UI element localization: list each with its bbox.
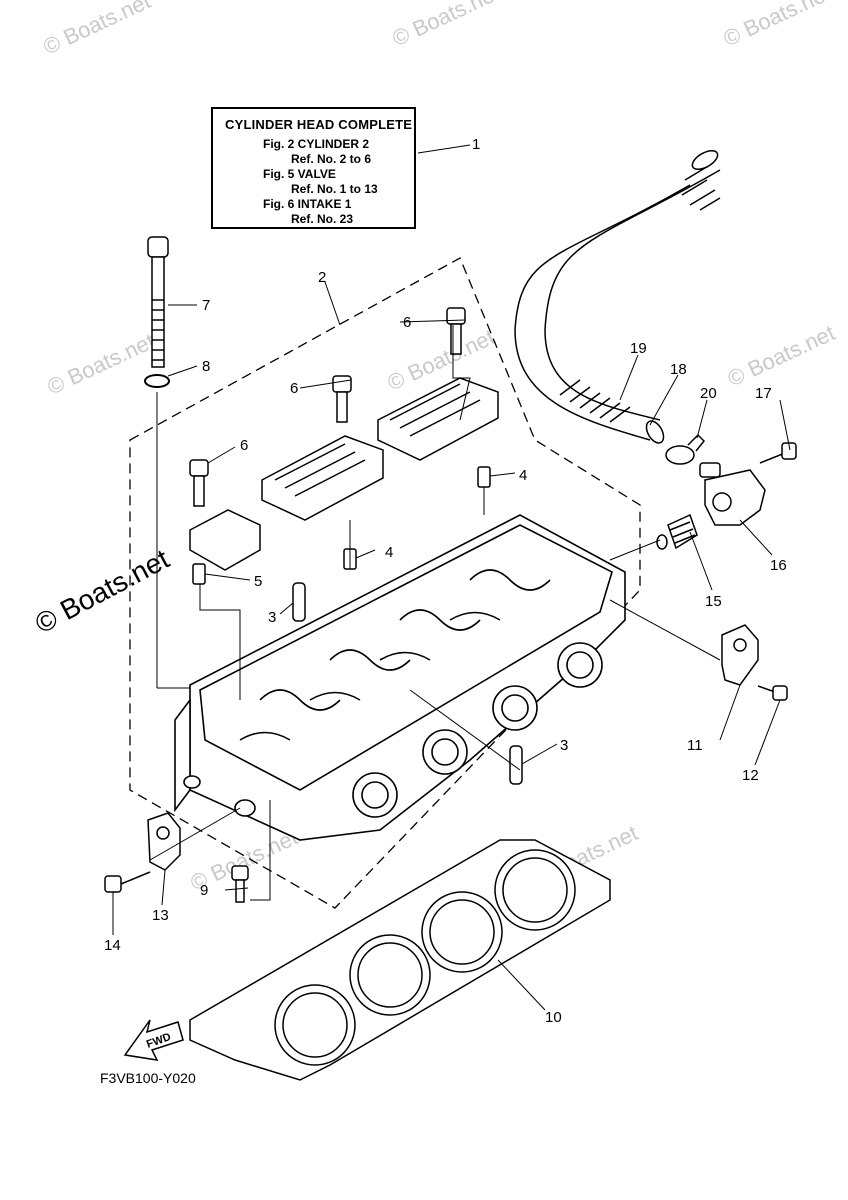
- watermark: © Boats.net: [39, 0, 154, 60]
- callout-15: 15: [705, 593, 722, 610]
- info-box-line: Ref. No. 1 to 13: [291, 182, 378, 196]
- callout-11: 11: [687, 737, 703, 754]
- callout-3: 3: [560, 737, 568, 754]
- watermark: © Boats.net: [43, 328, 158, 399]
- hose-clamp-part: [665, 433, 706, 465]
- head-gasket-part: [189, 839, 611, 1081]
- leader-lines: [112, 144, 791, 1011]
- cylinder-head-part: [174, 514, 626, 841]
- callout-1: 1: [472, 136, 480, 153]
- callout-19: 19: [630, 340, 647, 357]
- callout-18: 18: [670, 361, 687, 378]
- callout-14: 14: [104, 937, 121, 954]
- reference-info-box: CYLINDER HEAD COMPLETE Fig. 2 CYLINDER 2…: [211, 107, 416, 229]
- info-box-line: Ref. No. 2 to 6: [291, 152, 372, 166]
- watermark: © Boats.net: [384, 324, 499, 395]
- callout-7: 7: [202, 297, 210, 314]
- bolt-part: [104, 871, 151, 893]
- callout-8: 8: [202, 358, 210, 375]
- callout-labels: 1 2 3 3 4 4 5 6 6 6 7 8 9 10 11 12 13 14…: [104, 136, 787, 1026]
- bolt-part: [189, 307, 466, 507]
- info-box-line: Fig. 6 INTAKE 1: [263, 197, 352, 211]
- callout-16: 16: [770, 557, 787, 574]
- info-box-line: Fig. 2 CYLINDER 2: [263, 137, 370, 151]
- callout-9: 9: [200, 882, 208, 899]
- bolt-part: [759, 442, 797, 464]
- bolt-part: [757, 685, 788, 701]
- callout-6: 6: [403, 314, 411, 331]
- bolt-part: [231, 865, 249, 903]
- watermark: © Boats.net: [388, 0, 503, 51]
- bracket-part: [721, 624, 759, 686]
- thermostat-part: [656, 513, 698, 550]
- info-box-title: CYLINDER HEAD COMPLETE: [225, 117, 413, 132]
- camshaft-cap-part: [189, 377, 499, 571]
- callout-12: 12: [742, 767, 759, 784]
- callout-10: 10: [545, 1009, 562, 1026]
- callout-6: 6: [290, 380, 298, 397]
- callout-2: 2: [318, 269, 326, 286]
- forward-arrow-icon: FWD: [123, 1019, 184, 1061]
- diagram-code: F3VB100-Y020: [100, 1070, 196, 1086]
- valve-guide-part: [292, 582, 523, 785]
- water-hose-part: [514, 149, 721, 444]
- callout-3: 3: [268, 609, 276, 626]
- water-fitting-part: [699, 462, 766, 526]
- bracket-part: [147, 812, 181, 871]
- callout-13: 13: [152, 907, 169, 924]
- info-box-line: Ref. No. 23: [291, 212, 354, 226]
- watermark: © Boats.net: [724, 320, 839, 391]
- washer-part: [144, 374, 170, 388]
- info-box-line: Fig. 5 VALVE: [263, 167, 336, 181]
- callout-6: 6: [240, 437, 248, 454]
- callout-4: 4: [385, 544, 393, 561]
- long-bolt-part: [147, 236, 169, 368]
- watermark: © Boats.net: [720, 0, 835, 51]
- callout-20: 20: [700, 385, 717, 402]
- callout-17: 17: [755, 385, 772, 402]
- callout-5: 5: [254, 573, 262, 590]
- callout-4: 4: [519, 467, 527, 484]
